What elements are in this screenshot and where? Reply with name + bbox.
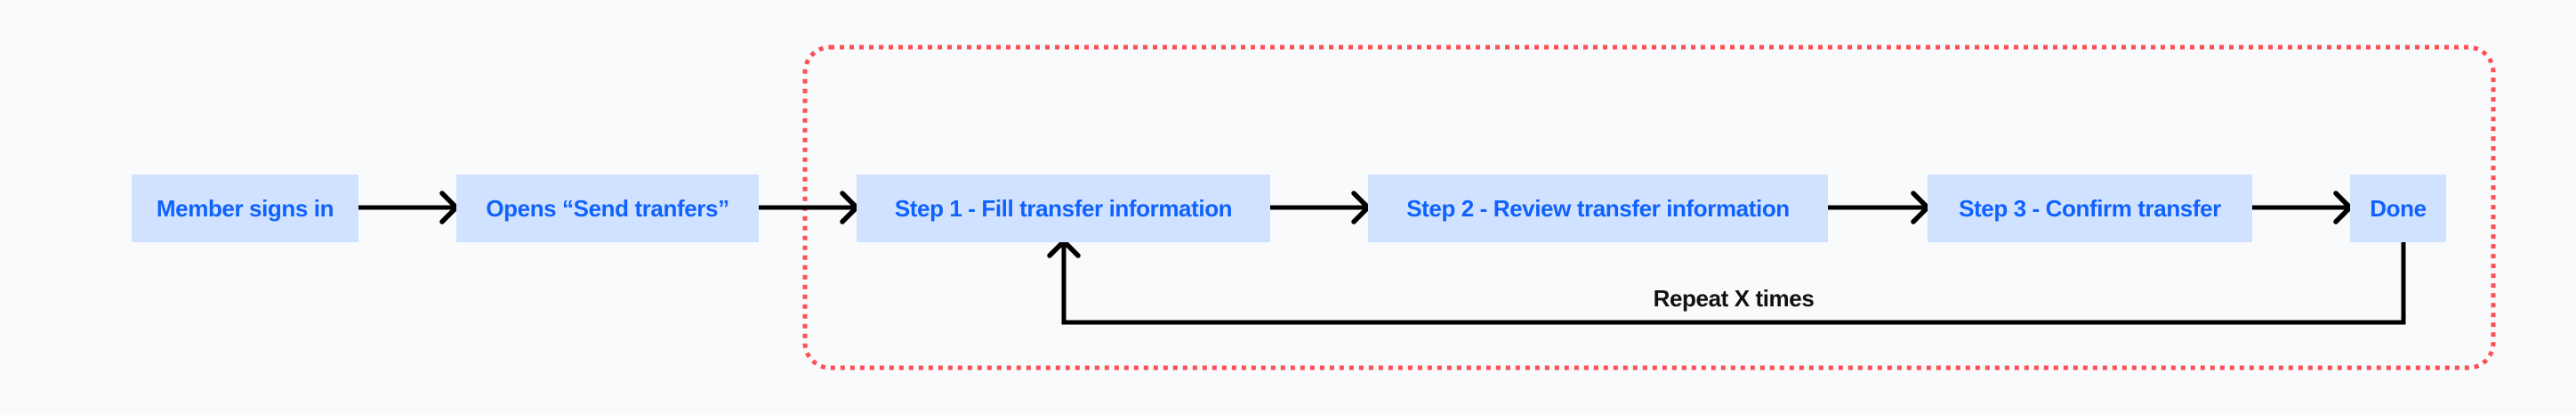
arrow-step2-to-step3 bbox=[1828, 191, 1930, 224]
node-step-2-review-transfer-information: Step 2 - Review transfer information bbox=[1368, 175, 1828, 242]
arrow-step1-to-step2 bbox=[1270, 191, 1371, 224]
node-step-1-fill-transfer-information: Step 1 - Fill transfer information bbox=[857, 175, 1270, 242]
node-opens-send-transfers: Opens “Send tranfers” bbox=[456, 175, 759, 242]
arrow-opens-to-step1 bbox=[759, 191, 859, 224]
arrow-step3-to-done bbox=[2252, 191, 2353, 224]
arrow-member-to-opens bbox=[358, 191, 459, 224]
node-done: Done bbox=[2350, 175, 2446, 242]
node-step-3-confirm-transfer: Step 3 - Confirm transfer bbox=[1928, 175, 2252, 242]
node-member-signs-in: Member signs in bbox=[132, 175, 358, 242]
loop-repeat-label: Repeat X times bbox=[1653, 285, 1815, 312]
